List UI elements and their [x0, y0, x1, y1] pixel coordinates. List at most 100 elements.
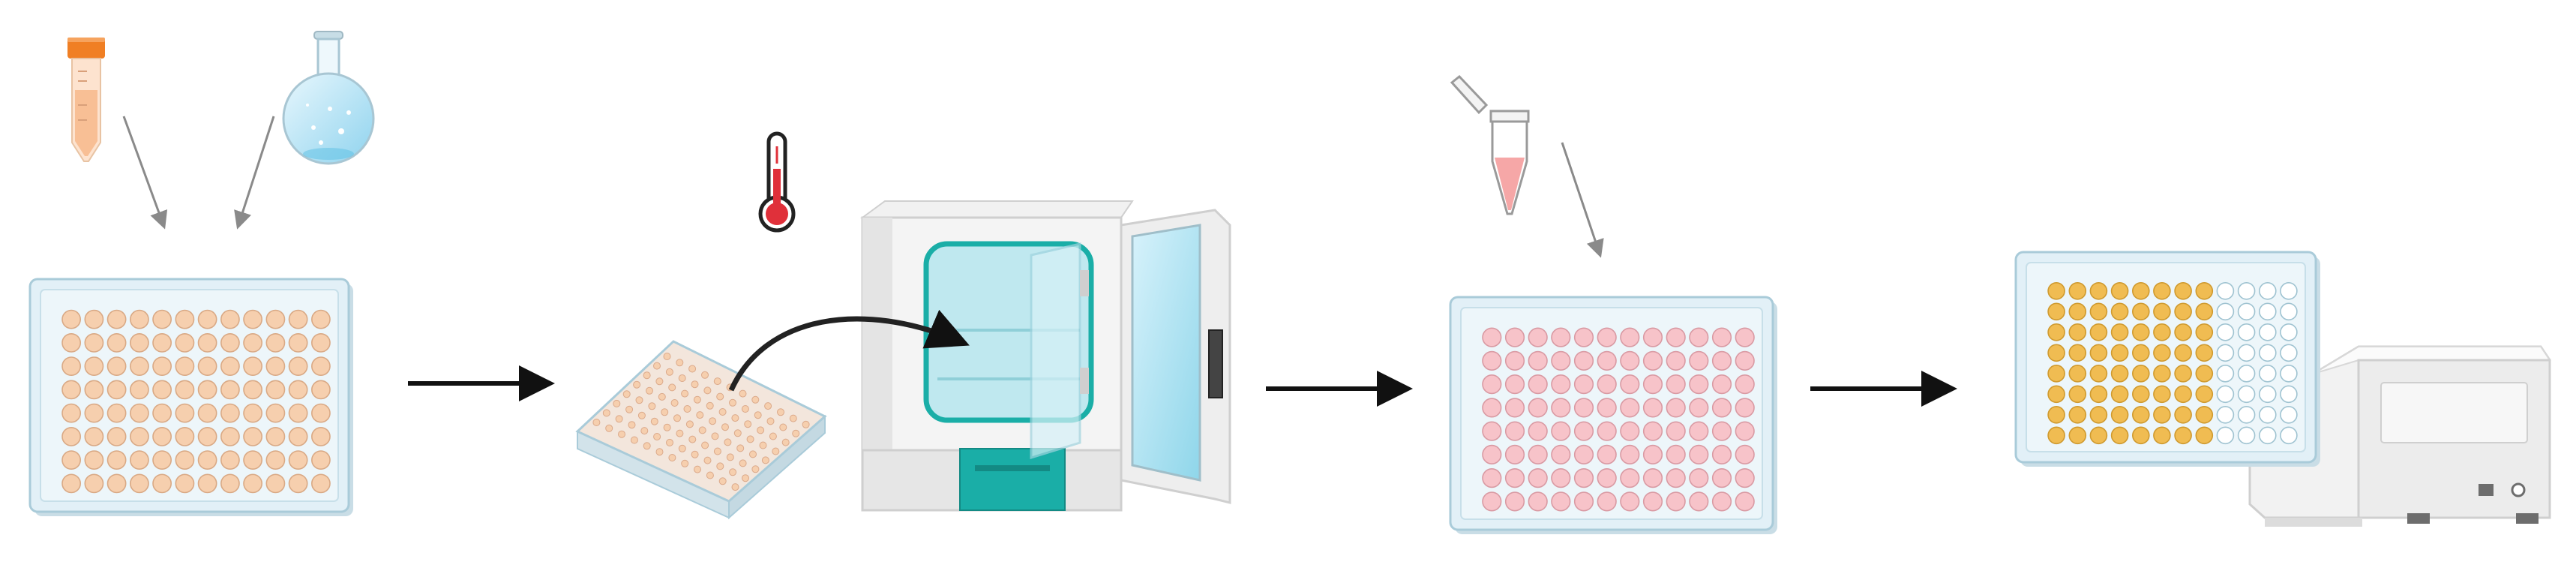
well — [1597, 398, 1617, 418]
well — [310, 403, 331, 423]
well — [592, 419, 601, 426]
well — [1597, 421, 1617, 441]
well — [721, 423, 729, 431]
well — [658, 392, 666, 401]
well — [1666, 398, 1686, 418]
well — [265, 473, 286, 494]
well — [152, 356, 172, 377]
well — [751, 395, 760, 404]
well — [1666, 327, 1686, 347]
well — [749, 450, 757, 458]
well — [2153, 426, 2171, 445]
well — [61, 380, 82, 400]
well — [152, 380, 172, 400]
well — [1528, 398, 1548, 418]
well — [1642, 374, 1663, 395]
well — [2174, 281, 2192, 300]
well — [1551, 444, 1571, 464]
well — [1528, 421, 1548, 441]
well — [1551, 350, 1571, 371]
well — [701, 371, 709, 379]
well — [2258, 385, 2277, 404]
well — [757, 426, 765, 434]
well — [1551, 468, 1571, 488]
well — [698, 426, 706, 434]
well — [2216, 385, 2235, 404]
well — [2153, 385, 2171, 404]
well — [1642, 421, 1663, 441]
well — [703, 456, 712, 464]
well — [789, 414, 797, 422]
well — [694, 465, 701, 473]
well — [2195, 281, 2214, 300]
well — [1642, 468, 1663, 488]
well — [1597, 327, 1617, 347]
well — [2237, 344, 2256, 362]
well — [310, 380, 331, 400]
well — [1504, 374, 1525, 395]
well — [175, 403, 195, 423]
well — [665, 368, 673, 376]
well — [2216, 323, 2235, 341]
well — [220, 403, 240, 423]
well — [1642, 444, 1663, 464]
well — [706, 401, 714, 410]
well — [61, 309, 82, 329]
well — [265, 356, 286, 377]
well — [84, 356, 104, 377]
well — [1711, 327, 1732, 347]
well — [61, 403, 82, 423]
well — [152, 403, 172, 423]
well — [1666, 468, 1686, 488]
well — [716, 462, 724, 470]
well — [2110, 385, 2129, 404]
well — [1551, 398, 1571, 418]
well — [2280, 302, 2298, 321]
well — [1482, 327, 1502, 347]
well — [1689, 374, 1709, 395]
well — [175, 309, 195, 329]
well — [106, 473, 127, 494]
well — [2132, 385, 2150, 404]
well — [2068, 281, 2087, 300]
well — [1689, 327, 1709, 347]
well — [2174, 344, 2192, 362]
well — [2047, 426, 2065, 445]
well — [650, 417, 658, 425]
well — [630, 436, 638, 444]
well — [2237, 406, 2256, 424]
well — [1620, 350, 1640, 371]
well — [2237, 426, 2256, 445]
well — [106, 450, 127, 470]
well — [1711, 421, 1732, 441]
well — [2174, 302, 2192, 321]
well — [129, 403, 149, 423]
well — [1620, 327, 1640, 347]
well — [2216, 365, 2235, 383]
well — [746, 435, 754, 443]
well — [1666, 491, 1686, 512]
well — [772, 447, 780, 455]
well — [729, 398, 736, 407]
well — [1666, 374, 1686, 395]
well — [1642, 398, 1663, 418]
well — [2258, 406, 2277, 424]
well — [84, 380, 104, 400]
well — [1573, 468, 1594, 488]
incubator-icon — [859, 200, 1231, 512]
well — [2089, 365, 2108, 383]
well — [2089, 302, 2108, 321]
well — [1528, 350, 1548, 371]
well — [1551, 491, 1571, 512]
well — [1504, 350, 1525, 371]
well — [310, 450, 331, 470]
well-plate-96-peach — [28, 278, 353, 516]
thin-arrow-flask-to-plate — [234, 116, 275, 230]
well — [2153, 365, 2171, 383]
well — [152, 333, 172, 353]
well — [1666, 444, 1686, 464]
well — [152, 309, 172, 329]
well — [1573, 444, 1594, 464]
well — [696, 411, 704, 419]
